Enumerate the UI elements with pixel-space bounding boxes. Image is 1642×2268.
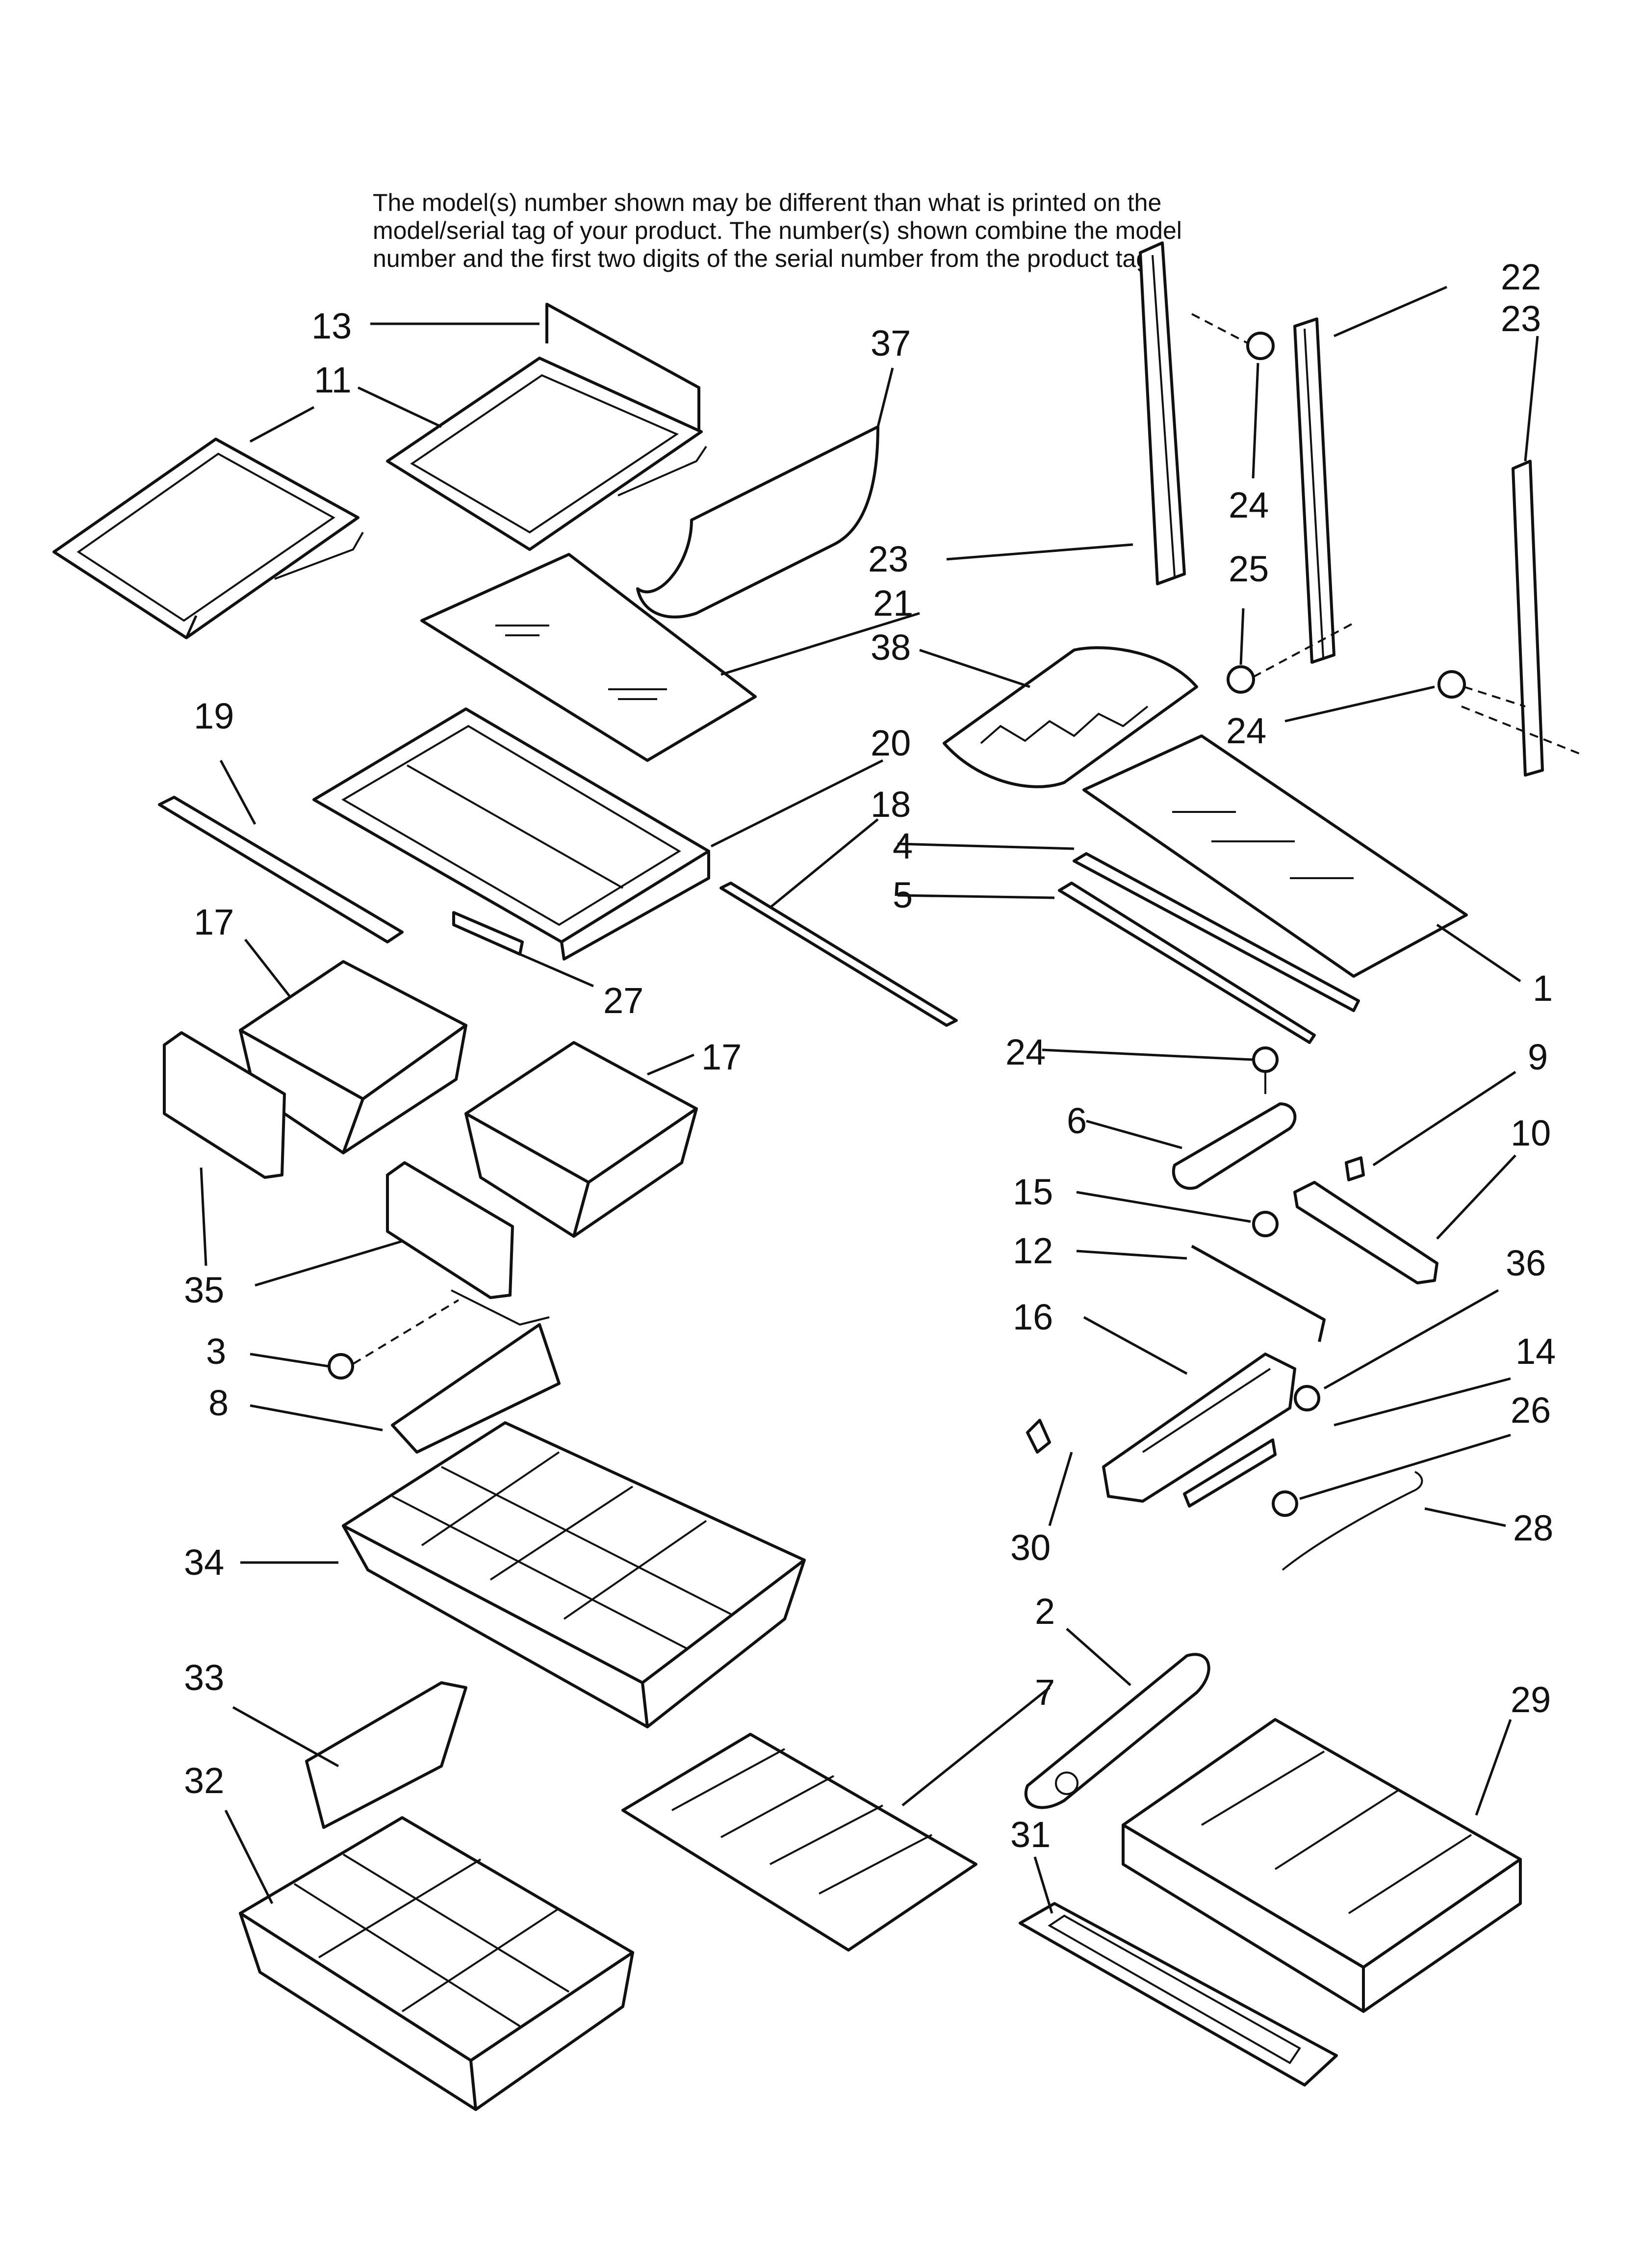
model-number-notice: The model(s) number shown may be differe…: [373, 189, 1354, 273]
callout-numbers: 13 11 37 22 23 24 25 23 21 38 24 19 20 1…: [184, 257, 1556, 1855]
callout-20: 20: [871, 723, 911, 763]
leader-lines: [200, 286, 1539, 1914]
callout-37: 37: [871, 323, 911, 364]
notice-line-1: The model(s) number shown may be differe…: [373, 189, 1162, 216]
part-15-screw: [1252, 1211, 1279, 1237]
part-10-bracket: [1293, 1181, 1438, 1284]
part-11-shelf-frame-left: [52, 438, 364, 639]
part-7-rack: [621, 1733, 977, 1952]
part-34-wire-basket: [342, 1421, 806, 1728]
callout-5: 5: [893, 875, 913, 915]
part-23-shelf-ladder-upper: [1139, 241, 1186, 585]
part-33-basket-divider: [305, 1681, 467, 1829]
callout-10: 10: [1511, 1113, 1551, 1153]
callout-2: 2: [1035, 1591, 1055, 1632]
part-4-trim-strip: [1073, 852, 1360, 1012]
callout-33: 33: [184, 1657, 224, 1698]
callout-24-upper: 24: [1229, 485, 1269, 525]
part-1-glass-shelf: [1082, 734, 1468, 978]
callout-36: 36: [1506, 1243, 1546, 1283]
part-14-strip: [1183, 1438, 1277, 1508]
callout-14: 14: [1515, 1331, 1556, 1372]
part-17-crisper-drawer-right: [464, 1041, 698, 1238]
part-26-screw: [1272, 1490, 1298, 1517]
callout-11: 11: [314, 360, 352, 400]
callout-25: 25: [1229, 548, 1269, 589]
callout-38: 38: [871, 627, 911, 668]
callout-19: 19: [194, 696, 234, 736]
callout-29: 29: [1511, 1679, 1551, 1720]
callout-13: 13: [311, 306, 352, 346]
callout-34: 34: [184, 1542, 224, 1583]
part-18-trim-strip: [719, 882, 958, 1027]
part-37-bin-cover: [636, 425, 879, 619]
part-35-drawer-front-right: [386, 1161, 514, 1299]
callout-3: 3: [206, 1331, 226, 1372]
part-17-crisper-drawer-left: [239, 960, 467, 1154]
notice-line-2: model/serial tag of your product. The nu…: [373, 217, 1182, 244]
callout-24-right: 24: [1226, 710, 1266, 751]
callout-16: 16: [1013, 1297, 1053, 1337]
callout-27: 27: [603, 980, 643, 1021]
callout-32: 32: [184, 1760, 224, 1801]
part-13-shelf-trim: [545, 303, 700, 432]
part-11-shelf-frame-right: [386, 357, 707, 551]
callout-17-right: 17: [701, 1037, 742, 1077]
callout-15: 15: [1013, 1172, 1053, 1212]
part-27-clip: [452, 911, 524, 956]
part-19-trim-strip: [158, 796, 404, 943]
callout-1: 1: [1533, 968, 1553, 1009]
part-32-wire-basket: [239, 1816, 634, 2111]
part-30-clip: [1026, 1419, 1051, 1454]
part-9-clip: [1345, 1156, 1365, 1181]
callout-35: 35: [184, 1270, 224, 1310]
notice-line-3: number and the first two digits of the s…: [373, 245, 1157, 272]
part-8-basket-divider: [391, 1289, 561, 1454]
callout-31: 31: [1010, 1814, 1051, 1855]
callout-28: 28: [1513, 1508, 1553, 1548]
callout-22: 22: [1501, 257, 1541, 297]
part-2-control-housing: [1024, 1653, 1210, 1809]
part-6-bracket: [1172, 1102, 1297, 1190]
callout-8: 8: [208, 1382, 229, 1423]
callout-12: 12: [1013, 1230, 1053, 1271]
part-23-shelf-ladder-right: [1461, 460, 1585, 777]
part-22-shelf-ladder: [1293, 317, 1335, 664]
callout-7: 7: [1035, 1672, 1055, 1713]
part-38-tray: [943, 646, 1198, 788]
callout-30: 30: [1010, 1527, 1051, 1568]
callout-23-right: 23: [1501, 298, 1541, 339]
part-28-wire: [1282, 1471, 1423, 1571]
part-35-drawer-front-left: [163, 1031, 286, 1179]
part-24-screw-right: [1437, 670, 1526, 707]
part-25-screw: [1227, 622, 1354, 694]
part-29-tray: [1122, 1718, 1522, 2013]
callout-17-left: 17: [194, 902, 234, 942]
callout-21: 21: [873, 583, 913, 624]
callout-6: 6: [1067, 1100, 1087, 1141]
part-24-screw-upper: [1191, 313, 1275, 360]
part-3-screw: [328, 1299, 460, 1380]
callout-18: 18: [871, 784, 911, 825]
part-20-shelf-frame: [312, 707, 710, 961]
part-31-drawer-front: [1019, 1902, 1338, 2086]
part-21-glass-shelf: [420, 553, 757, 762]
callout-26: 26: [1511, 1390, 1551, 1431]
part-16-control-housing: [1102, 1353, 1296, 1503]
part-24-screw-center: [1252, 1046, 1279, 1094]
callout-4: 4: [893, 826, 913, 866]
callout-23-center: 23: [868, 539, 908, 579]
part-5-trim-strip: [1058, 882, 1316, 1044]
callout-9: 9: [1528, 1037, 1548, 1077]
part-12-wire: [1191, 1245, 1326, 1342]
part-36-screw: [1294, 1385, 1320, 1411]
callout-24-center: 24: [1005, 1032, 1046, 1072]
